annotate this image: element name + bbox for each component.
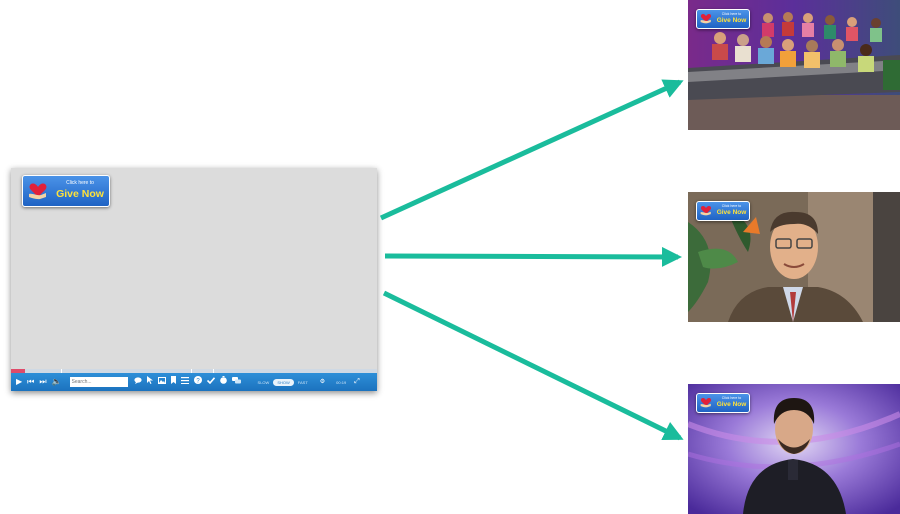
help-icon[interactable]: ? <box>193 373 202 391</box>
check-icon[interactable] <box>206 373 215 391</box>
timer-icon[interactable] <box>219 373 227 391</box>
video-player: Click here to Give Now ▶ ⏮ ⏭ 🔈 ? <box>11 168 377 391</box>
panel-people <box>712 12 882 72</box>
give-now-button[interactable]: Click here to Give Now <box>696 9 750 29</box>
control-bar: ▶ ⏮ ⏭ 🔈 ? SLOW <box>11 373 377 391</box>
fullscreen-icon[interactable]: ⤢ <box>354 378 360 385</box>
give-now-button[interactable]: Click here to Give Now <box>696 201 750 221</box>
volume-icon[interactable]: 🔈 <box>51 377 62 386</box>
speed-show[interactable]: SHOW <box>273 378 294 386</box>
next-icon[interactable]: ⏭ <box>39 377 47 386</box>
give-now-button[interactable]: Click here to Give Now <box>696 393 750 413</box>
speed-slow[interactable]: SLOW <box>257 379 270 385</box>
heart-hand-icon <box>28 182 48 200</box>
presenter-scene-image <box>688 384 900 514</box>
video-thumbnail-panel: Click here to Give Now <box>688 0 900 130</box>
arrow-to-presenter <box>382 290 684 441</box>
give-button-label: Give Now <box>716 401 747 408</box>
progress-played <box>11 369 25 373</box>
play-icon[interactable]: ▶ <box>16 377 23 386</box>
chat-icon[interactable] <box>231 373 241 391</box>
svg-text:?: ? <box>196 378 200 384</box>
give-button-caption: Click here to <box>721 204 742 208</box>
previous-icon[interactable]: ⏮ <box>27 377 35 386</box>
video-thumbnail-speaker: Click here to Give Now <box>688 192 900 322</box>
chapter-marker <box>213 369 214 373</box>
give-button-label: Give Now <box>716 17 747 24</box>
list-icon[interactable] <box>180 373 189 391</box>
heart-hand-icon <box>700 205 712 216</box>
search-input[interactable] <box>69 377 128 387</box>
image-icon[interactable] <box>157 373 166 391</box>
arrow-to-speaker <box>384 246 682 267</box>
chapter-marker <box>191 369 192 373</box>
heart-hand-icon <box>700 397 712 408</box>
arrow-to-panel <box>379 79 684 221</box>
give-button-label: Give Now <box>716 209 747 216</box>
time-display: 00:19 <box>336 379 347 385</box>
give-button-caption: Click here to <box>721 396 742 400</box>
settings-icon[interactable]: ⚙ <box>319 379 326 385</box>
give-button-caption: Click here to <box>721 12 742 16</box>
captions-icon[interactable] <box>133 373 142 391</box>
video-thumbnail-presenter: Click here to Give Now <box>688 384 900 514</box>
give-button-caption: Click here to <box>66 180 94 186</box>
heart-hand-icon <box>700 13 712 24</box>
panel-scene-image <box>688 0 900 130</box>
speed-selector[interactable]: SLOW SHOW FAST <box>257 378 312 386</box>
chapter-marker <box>61 369 62 373</box>
speed-fast[interactable]: FAST <box>297 379 308 385</box>
progress-bar[interactable] <box>11 369 377 373</box>
bookmark-icon[interactable] <box>170 373 176 391</box>
pointer-icon[interactable] <box>146 373 153 391</box>
give-button-label: Give Now <box>56 188 104 200</box>
give-now-button[interactable]: Click here to Give Now <box>22 175 110 207</box>
